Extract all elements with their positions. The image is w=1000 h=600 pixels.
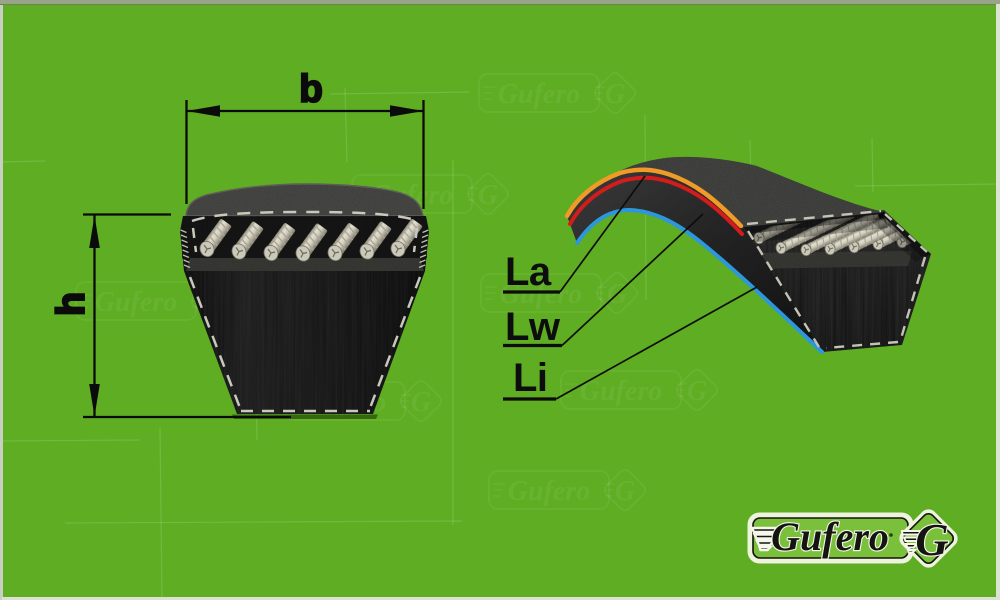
svg-text:Lw: Lw <box>505 305 561 349</box>
svg-text:h: h <box>50 292 93 316</box>
svg-text:La: La <box>505 250 552 294</box>
svg-text:b: b <box>299 68 323 111</box>
svg-text:G: G <box>915 514 948 565</box>
svg-text:Gufero: Gufero <box>771 514 889 559</box>
svg-text:Li: Li <box>513 356 548 400</box>
